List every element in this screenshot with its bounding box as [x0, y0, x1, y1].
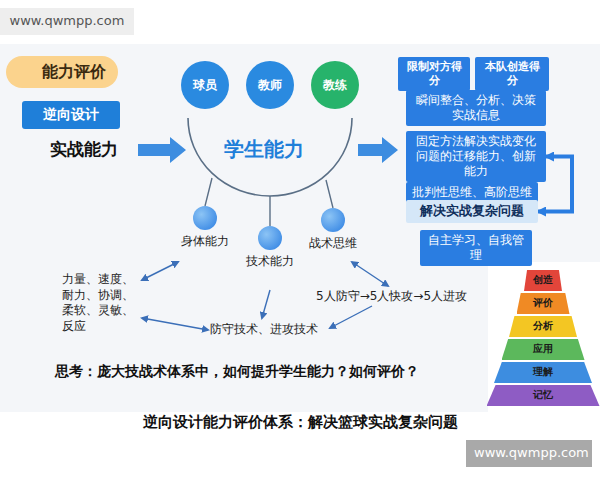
- ability-circle: 战术思维: [298, 208, 368, 264]
- ability-box: 能力评价: [6, 56, 118, 88]
- ability-list: 力量、速度、耐力、协调、柔软、灵敏、反应: [62, 272, 140, 334]
- caption: 逆向设计能力评价体系：解决篮球实战复杂问题: [40, 413, 560, 433]
- pyramid-level: 理解: [494, 362, 592, 383]
- role-circle: 教师: [246, 61, 294, 109]
- node-text: 本队创造得分: [481, 60, 543, 88]
- ability-circle: 技术能力: [235, 226, 305, 282]
- node-text: 教练: [323, 78, 347, 93]
- ability-box: 逆向设计: [22, 101, 120, 129]
- node-text: 身体能力: [181, 234, 229, 249]
- circle-mark: [321, 208, 345, 232]
- ability-circle: 身体能力: [170, 206, 240, 262]
- node-text: 创造: [533, 274, 553, 287]
- spoke-line: [205, 178, 333, 226]
- node-text: 固定方法解决实战变化问题的迁移能力、创新能力: [412, 134, 540, 179]
- pyramid-level: 应用: [502, 339, 585, 360]
- node-text: 批判性思维、高阶思维: [412, 185, 532, 200]
- question-note: 思考：庞大技战术体系中，如何提升学生能力？如何评价？: [55, 362, 475, 380]
- node-text: 球员: [193, 78, 217, 93]
- ability-box: 限制对方得分: [398, 57, 470, 91]
- node-text: 解决实战复杂问题: [420, 203, 524, 219]
- node-text: 评价: [533, 297, 553, 310]
- ability-box: 解决实战复杂问题: [406, 200, 538, 223]
- pyramid-level: 记忆: [487, 385, 600, 406]
- node-text: 瞬间整合、分析、决策实战信息: [412, 93, 540, 123]
- watermark: www.qwmpp.com: [466, 440, 592, 467]
- flow-arrow: [138, 137, 186, 163]
- node-text: 应用: [533, 343, 553, 356]
- flow-arrow: [358, 137, 398, 163]
- ability-box: 瞬间整合、分析、决策实战信息: [406, 90, 546, 126]
- diagram-ground: [0, 44, 600, 412]
- ability-box: 自主学习、自我管理: [420, 230, 532, 266]
- node-text: 能力评价: [42, 62, 106, 82]
- node-text: 自主学习、自我管理: [426, 233, 526, 263]
- pyramid-level: 创造: [524, 270, 562, 291]
- role-circle: 球员: [181, 61, 229, 109]
- node-text: 战术思维: [309, 236, 357, 251]
- pyramid-level: 评价: [517, 293, 570, 314]
- ability-box: 本队创造得分: [475, 57, 549, 91]
- node-text: 限制对方得分: [404, 60, 464, 88]
- ability-box: 固定方法解决实战变化问题的迁移能力、创新能力: [406, 131, 546, 182]
- center-title: 学生能力: [224, 136, 324, 162]
- node-text: 技术能力: [246, 254, 294, 269]
- tactic-flow: 5人防守→5人快攻→5人进攻: [316, 289, 486, 305]
- node-text: 记忆: [533, 389, 553, 402]
- role-circle: 教练: [311, 61, 359, 109]
- watermark: www.qwmpp.com: [0, 8, 134, 35]
- heading-text: 实战能力: [50, 138, 136, 160]
- circle-mark: [258, 226, 282, 250]
- node-text: 理解: [533, 366, 553, 379]
- skill-list: 防守技术、进攻技术: [210, 322, 340, 338]
- node-text: 分析: [533, 320, 553, 333]
- node-text: 教师: [258, 78, 282, 93]
- circle-mark: [193, 206, 217, 230]
- node-text: 逆向设计: [43, 106, 99, 124]
- pyramid-level: 分析: [509, 316, 577, 337]
